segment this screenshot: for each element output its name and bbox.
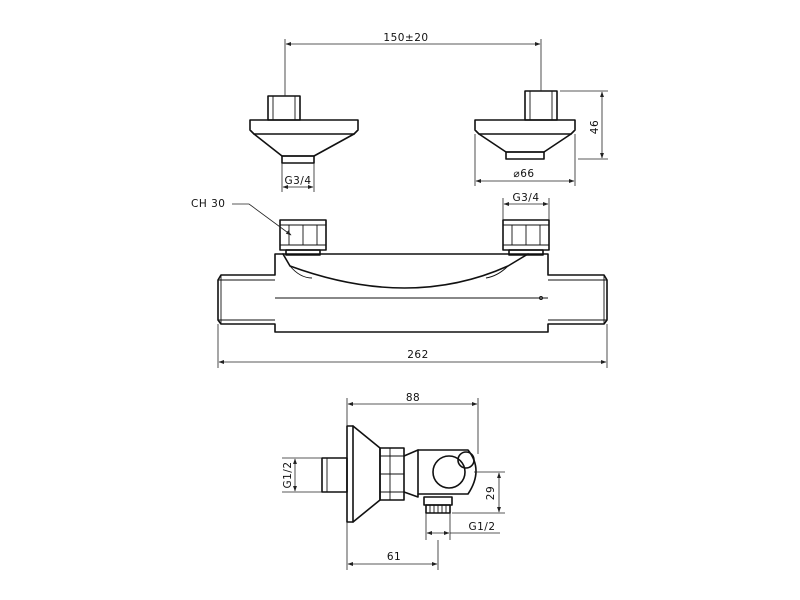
wrench-size-callout: CH 30 (191, 198, 292, 236)
mixer-body-front (217, 253, 608, 333)
inlet-nut-left (279, 219, 327, 256)
dimension-label-thread-side: G1/2 (282, 461, 294, 488)
dimension-offset: 29 (452, 471, 505, 514)
inlet-nut-right (502, 219, 550, 256)
left-eccentric-connector (249, 95, 359, 164)
dimension-label-length: 262 (407, 349, 429, 361)
dimension-thread-body: G3/4 (502, 192, 550, 220)
dimension-label-thread-left: G3/4 (284, 175, 311, 187)
dimension-depth: 88 (346, 392, 479, 454)
dimension-label-diameter: ⌀66 (513, 168, 534, 180)
label-wrench-size: CH 30 (191, 198, 225, 210)
dimension-thread-side: G1/2 (282, 457, 322, 493)
dimension-label-height: 46 (589, 120, 601, 134)
dimension-length: 262 (217, 324, 608, 368)
dimension-thread-bottom: G1/2 (425, 513, 500, 540)
dimension-thread-left: G3/4 (281, 163, 315, 192)
dimension-label-wall-offset: 61 (387, 551, 401, 563)
dimension-label-depth: 88 (406, 392, 420, 404)
dimension-height: 46 (560, 90, 608, 160)
dimension-diameter: ⌀66 (474, 134, 576, 186)
dimension-label-offset: 29 (485, 486, 497, 500)
dimension-spacing: 150±20 (284, 32, 542, 96)
right-eccentric-connector (474, 90, 576, 160)
mixer-side-view (321, 425, 477, 523)
dimension-wall-offset: 61 (346, 522, 439, 570)
dimension-label-thread-bottom: G1/2 (468, 521, 495, 533)
dimension-label-thread-body: G3/4 (512, 192, 539, 204)
dimension-label-spacing: 150±20 (383, 32, 428, 44)
